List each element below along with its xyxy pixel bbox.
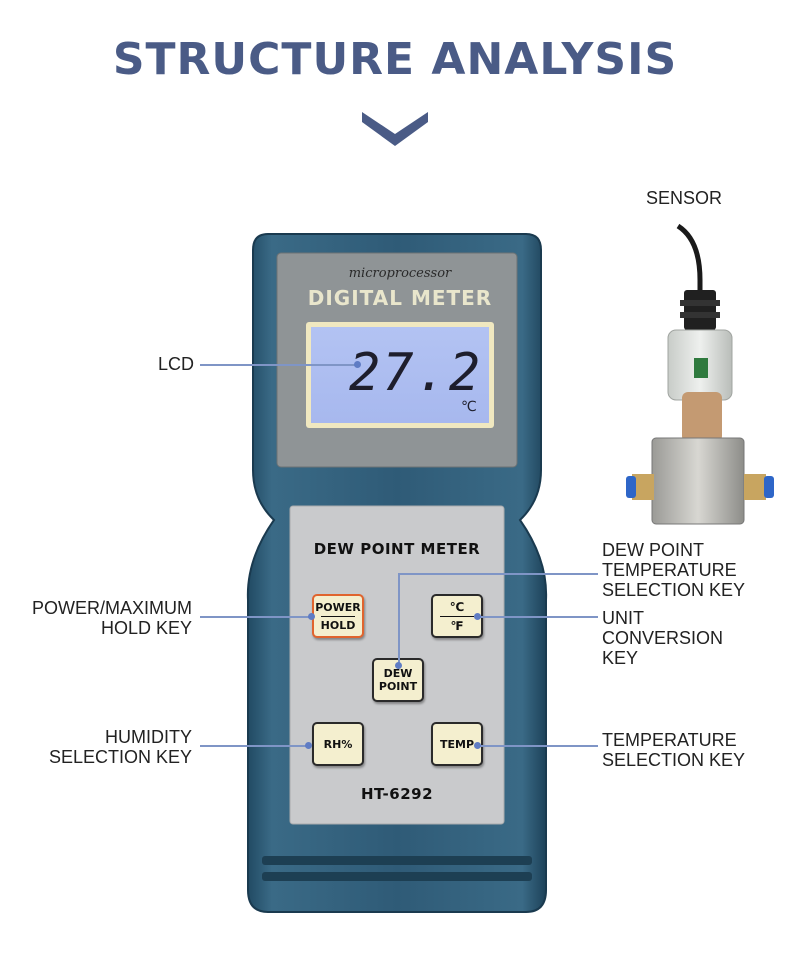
- temperature-label: TEMPERATURE SELECTION KEY: [602, 730, 746, 770]
- unit-conversion-key[interactable]: ℃ ℉: [431, 594, 483, 638]
- rh-key[interactable]: RH%: [312, 722, 364, 766]
- unit-leader-dot: [474, 613, 481, 620]
- dew-point-label: DEW POINT TEMPERATURE SELECTION KEY: [602, 540, 746, 600]
- celsius-label: ℃: [449, 599, 465, 614]
- sensor-element: [682, 392, 722, 442]
- point-key-label: POINT: [378, 680, 418, 693]
- unit-leader-line: [478, 616, 598, 618]
- panel-title: DEW POINT METER: [313, 540, 481, 558]
- unit-label: UNIT CONVERSION KEY: [602, 608, 724, 668]
- power-leader-line: [200, 616, 312, 618]
- dew-leader-line-v: [398, 573, 400, 665]
- model-number: HT-6292: [360, 785, 434, 803]
- sensor-cable: [676, 223, 703, 300]
- humidity-label: HUMIDITY SELECTION KEY: [48, 727, 192, 767]
- brand-subtitle: microprocessor: [348, 266, 452, 281]
- lcd-screen: 27.2 ℃: [311, 327, 489, 423]
- groove: [262, 856, 532, 865]
- rh-key-label: RH%: [323, 737, 353, 751]
- lcd-unit: ℃: [461, 399, 477, 415]
- humidity-leader-dot: [305, 742, 312, 749]
- dew-key-label: DEW: [383, 667, 413, 680]
- page-title: STRUCTURE ANALYSIS: [112, 34, 678, 85]
- humidity-leader-line: [200, 745, 310, 747]
- power-hold-key[interactable]: POWER HOLD: [312, 594, 364, 638]
- power-leader-dot: [308, 613, 315, 620]
- temp-key-label: TEMP: [439, 737, 475, 751]
- power-key-label: POWER: [315, 600, 361, 614]
- groove: [262, 872, 532, 881]
- fahrenheit-label: ℉: [450, 618, 464, 633]
- sensor-label: SENSOR: [646, 188, 723, 208]
- power-label: POWER/MAXIMUM HOLD KEY: [32, 598, 192, 638]
- temperature-leader-line: [478, 745, 598, 747]
- chevron-down-icon: [362, 112, 428, 146]
- dew-leader-dot: [395, 662, 402, 669]
- lcd-reading: 27.2: [349, 343, 483, 403]
- hold-key-label: HOLD: [320, 618, 356, 632]
- brand-title: DIGITAL METER: [307, 286, 493, 310]
- sensor-connector: [684, 290, 716, 330]
- lcd-leader-line: [200, 364, 358, 366]
- lcd-leader-dot: [354, 361, 361, 368]
- sensor-block: [651, 437, 745, 525]
- lcd-display: 27.2 ℃: [306, 322, 494, 428]
- dew-leader-line-h: [398, 573, 598, 575]
- temperature-leader-dot: [474, 742, 481, 749]
- lcd-label: LCD: [157, 354, 194, 374]
